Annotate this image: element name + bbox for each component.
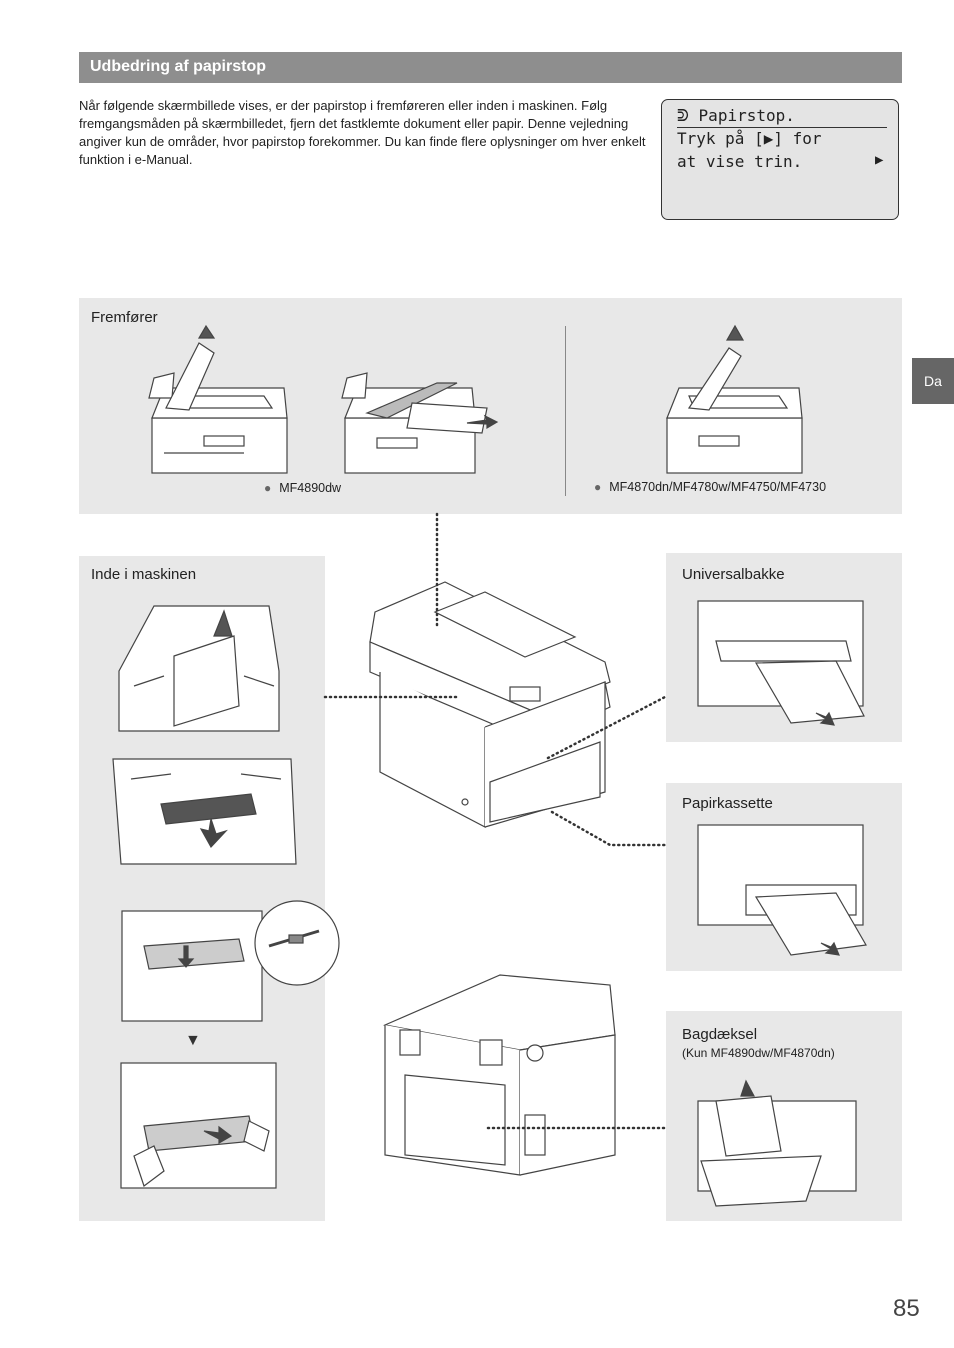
- rear-cover-panel: Bagdæksel (Kun MF4890dw/MF4870dn): [666, 1011, 902, 1221]
- section-title: Udbedring af papirstop: [90, 58, 266, 75]
- multipurpose-panel: Universalbakke: [666, 553, 902, 742]
- feeder-model-a: MF4890dw: [264, 481, 341, 495]
- lcd-line-2: Tryk på [▶] for: [677, 129, 822, 148]
- printer-rear-illustration: [382, 974, 616, 1176]
- lcd-display: ᕲ Papirstop. Tryk på [▶] for at vise tri…: [661, 99, 899, 220]
- inside-step4-illustration: [120, 1062, 277, 1189]
- rear-cover-note: (Kun MF4890dw/MF4870dn): [682, 1046, 835, 1060]
- intro-text: Når følgende skærmbillede vises, er der …: [79, 98, 646, 167]
- cassette-panel: Papirkassette: [666, 783, 902, 971]
- feeder-open-illustration-b: [666, 324, 803, 474]
- language-tab: Da: [912, 358, 954, 404]
- paper-jam-icon: ᕲ: [677, 106, 699, 125]
- cassette-label: Papirkassette: [682, 795, 773, 812]
- rear-cover-illustration: [697, 1079, 857, 1207]
- lcd-next-arrow-icon: ▶: [875, 152, 884, 168]
- multipurpose-label: Universalbakke: [682, 566, 785, 583]
- inside-label: Inde i maskinen: [91, 566, 197, 583]
- section-title-bar: Udbedring af papirstop: [79, 52, 902, 83]
- inside-panel: Inde i maskinen ▼: [79, 556, 340, 1221]
- feeder-label: Fremfører: [91, 309, 158, 326]
- inside-step3-illustration: [121, 900, 340, 1022]
- down-arrow-icon: ▼: [185, 1032, 201, 1049]
- feeder-divider: [565, 326, 566, 496]
- feeder-panel: Fremfører MF4890dw MF4870dn/MF4780w/MF47…: [79, 298, 902, 514]
- lcd-line-3: at vise trin.: [677, 152, 803, 171]
- feeder-pull-illustration: [341, 372, 499, 474]
- right-arrow-icon: ▶: [763, 129, 774, 148]
- printer-front-illustration: [369, 581, 611, 828]
- rear-cover-label: Bagdæksel: [682, 1026, 758, 1043]
- inside-step2-illustration: [112, 758, 297, 865]
- page-number: 85: [893, 1295, 920, 1322]
- multipurpose-illustration: [697, 600, 865, 726]
- cassette-illustration: [697, 824, 867, 956]
- inside-step1-illustration: [118, 605, 280, 732]
- feeder-model-b: MF4870dn/MF4780w/MF4750/MF4730: [594, 480, 826, 494]
- lcd-line-1: ᕲ Papirstop.: [677, 106, 887, 128]
- feeder-open-illustration: [148, 324, 288, 474]
